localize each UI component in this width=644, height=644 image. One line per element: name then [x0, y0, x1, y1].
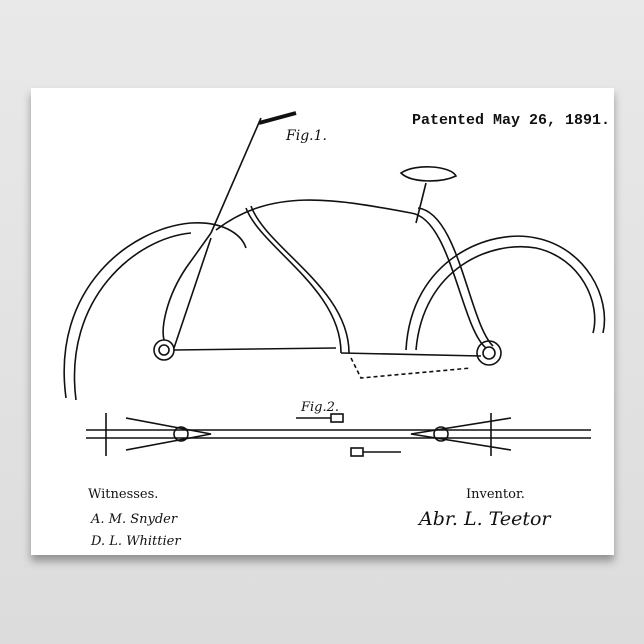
patent-poster: Patented May 26, 1891. Fig.1. Fig.2. Wit… — [31, 88, 614, 555]
rear-hub-inner — [483, 347, 495, 359]
saddle — [401, 167, 456, 181]
handlebar — [259, 113, 296, 123]
frame — [163, 113, 493, 378]
witness-signature: A. M. Snyder — [91, 512, 177, 527]
inventor-signature: Abr. L. Teetor — [419, 508, 551, 530]
chain — [351, 358, 471, 378]
figure-2-label: Fig.2. — [301, 400, 339, 415]
rear-fender — [406, 236, 604, 350]
inventor-label: Inventor. — [466, 487, 525, 502]
rear-hub — [477, 341, 501, 365]
patent-date: Patented May 26, 1891. — [412, 112, 610, 129]
front-hub-inner — [159, 345, 169, 355]
figure-1-label: Fig.1. — [286, 128, 327, 144]
witness-signature: D. L. Whittier — [91, 534, 181, 549]
bicycle-patent-drawing — [31, 88, 614, 555]
fig2-top-view — [86, 413, 591, 456]
witnesses-label: Witnesses. — [88, 487, 158, 502]
front-hub — [154, 340, 174, 360]
front-fender — [64, 223, 246, 400]
